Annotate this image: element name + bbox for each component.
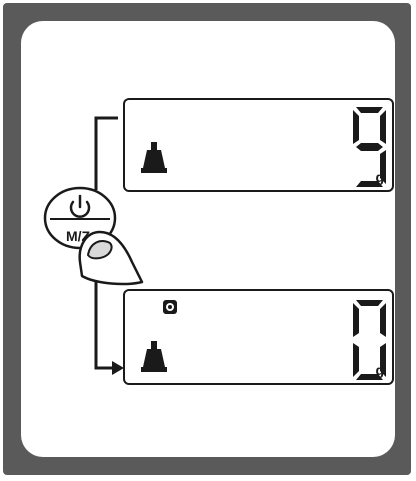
finger-icon (80, 232, 142, 284)
